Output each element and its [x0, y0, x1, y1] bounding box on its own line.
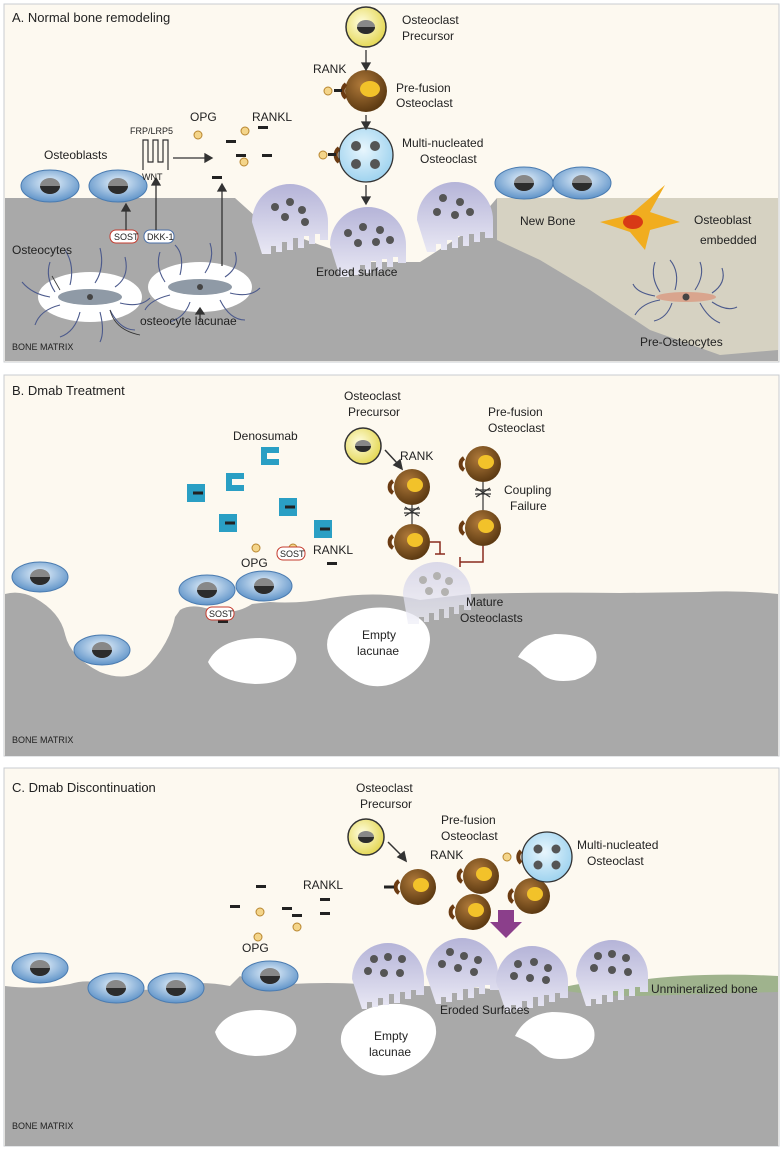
empty-lacunae-label-c1: Empty	[374, 1029, 408, 1043]
resorption-arrow	[490, 910, 522, 938]
opg-label-b: OPG	[241, 556, 268, 570]
opg-label-c: OPG	[242, 941, 269, 955]
mature-osteoclast-faded	[403, 562, 471, 624]
coupling-failure-lines	[404, 482, 491, 524]
empty-lacunae-label-c2: lacunae	[369, 1045, 411, 1059]
panel-a-title: A. Normal bone remodeling	[12, 10, 170, 25]
rank-label-b: RANK	[400, 449, 433, 463]
prefusion-label-b1: Pre-fusion	[488, 405, 543, 419]
rankl-label-b: RANKL	[313, 543, 353, 557]
arrow-c	[387, 841, 408, 863]
coupling-label-1: Coupling	[504, 483, 551, 497]
bone-matrix-label-a: BONE MATRIX	[12, 342, 73, 352]
resorbing-osteoclasts-a	[252, 182, 493, 277]
rankl-label-c: RANKL	[303, 878, 343, 892]
osteoclast-precursor-a	[345, 6, 387, 48]
panel-a: A. Normal bone remodeling Osteoclast Pre…	[3, 3, 780, 363]
lacuna-b1	[208, 638, 297, 684]
frp-lrp5-label: FRP/LRP5	[130, 126, 173, 136]
unmineralized-label: Unmineralized bone	[651, 982, 758, 996]
dkk1-box	[143, 229, 175, 244]
sost-box-b1	[276, 546, 306, 561]
osteoclast-precursor-label-1: Osteoclast	[402, 13, 459, 27]
prefusion-label-1: Pre-fusion	[396, 81, 451, 95]
sost-box-a	[109, 229, 139, 244]
frp-lrp5-receptor	[142, 139, 169, 170]
new-bone-region	[497, 198, 778, 355]
new-bone-label: New Bone	[520, 214, 576, 228]
osteocytes-label: Osteocytes	[12, 243, 72, 257]
lacuna-c3	[515, 1012, 595, 1059]
prefusion-osteoclasts-c	[384, 858, 550, 930]
bone-matrix-label-b: BONE MATRIX	[12, 735, 73, 745]
panel-b-title: B. Dmab Treatment	[12, 383, 125, 398]
denosumab-molecules	[187, 447, 332, 538]
osteoblasts-b	[11, 561, 293, 666]
multinucleated-label-1: Multi-nucleated	[402, 136, 483, 150]
multinucleated-label-2: Osteoclast	[420, 152, 477, 166]
prefusion-label-b2: Osteoclast	[488, 421, 545, 435]
lacuna-c2	[340, 1003, 437, 1076]
empty-lacunae-label-b1: Empty	[362, 628, 396, 642]
osteoclast-precursor-label-2: Precursor	[402, 29, 454, 43]
opg-rankl-molecules-c	[230, 885, 330, 942]
inhibition-lines	[430, 541, 484, 567]
osteoclast-precursor-label-b1: Osteoclast	[344, 389, 401, 403]
mature-label-2: Osteoclasts	[460, 611, 523, 625]
lacuna-c1	[215, 1010, 297, 1056]
pre-osteocytes-label: Pre-Osteocytes	[640, 335, 723, 349]
embedded-osteoblast	[600, 185, 680, 250]
resorbing-osteoclasts-c	[352, 938, 648, 1012]
osteocyte-lacunae-label: osteocyte lacunae	[140, 314, 237, 328]
prefusion-osteoclast-a	[323, 70, 387, 112]
rankl-label: RANKL	[252, 110, 292, 124]
osteoblast-embedded-label-2: embedded	[700, 233, 757, 247]
pre-osteocyte	[632, 259, 738, 324]
eroded-surfaces-label: Eroded Surfaces	[440, 1003, 529, 1017]
panel-c: C. Dmab Discontinuation Osteoclast Precu…	[3, 767, 780, 1147]
lacuna-b3	[518, 634, 597, 681]
osteoblasts-c	[11, 952, 299, 1004]
sost-label-a: SOST	[114, 232, 139, 242]
arrow-b	[384, 449, 404, 471]
osteoblast-embedded-label-1: Osteoblast	[694, 213, 752, 227]
dkk1-label: DKK-1	[147, 232, 174, 242]
arrows-a	[51, 50, 372, 336]
osteoclast-precursor-b	[344, 427, 382, 465]
lacuna-b2	[327, 607, 430, 687]
osteocyte-a1	[21, 247, 151, 343]
rank-label-c: RANK	[430, 848, 463, 862]
rank-label: RANK	[313, 62, 346, 76]
osteoblasts-a	[20, 166, 612, 203]
prefusion-osteoclasts-b	[387, 446, 501, 560]
prefusion-label-2: Osteoclast	[396, 96, 453, 110]
multinucleated-osteoclast-a	[318, 127, 394, 183]
opg-rankl-molecules-a	[193, 126, 272, 179]
panel-c-title: C. Dmab Discontinuation	[12, 780, 156, 795]
coupling-label-2: Failure	[510, 499, 547, 513]
mature-label-1: Mature	[466, 595, 504, 609]
multinucleated-osteoclast-c	[502, 831, 573, 883]
osteocyte-a2	[144, 242, 261, 323]
osteoclast-precursor-label-b2: Precursor	[348, 405, 400, 419]
sost-label-b2: SOST	[209, 609, 234, 619]
osteoclast-precursor-label-c1: Osteoclast	[356, 781, 413, 795]
osteoclast-precursor-label-c2: Precursor	[360, 797, 412, 811]
sost-label-b1: SOST	[280, 549, 305, 559]
multinucleated-label-c2: Osteoclast	[587, 854, 644, 868]
denosumab-label: Denosumab	[233, 429, 298, 443]
bone-matrix-label-c: BONE MATRIX	[12, 1121, 73, 1131]
prefusion-label-c2: Osteoclast	[441, 829, 498, 843]
eroded-surface-label: Eroded surface	[316, 265, 398, 279]
wnt-label: WNT	[142, 172, 163, 182]
multinucleated-label-c1: Multi-nucleated	[577, 838, 658, 852]
sost-box-b2	[205, 606, 235, 621]
panel-b: B. Dmab Treatment Denosumab Osteoclast P…	[3, 374, 780, 757]
osteoclast-precursor-c	[347, 818, 385, 856]
osteoblasts-label: Osteoblasts	[44, 148, 107, 162]
opg-label: OPG	[190, 110, 217, 124]
empty-lacunae-label-b2: lacunae	[357, 644, 399, 658]
prefusion-label-c1: Pre-fusion	[441, 813, 496, 827]
